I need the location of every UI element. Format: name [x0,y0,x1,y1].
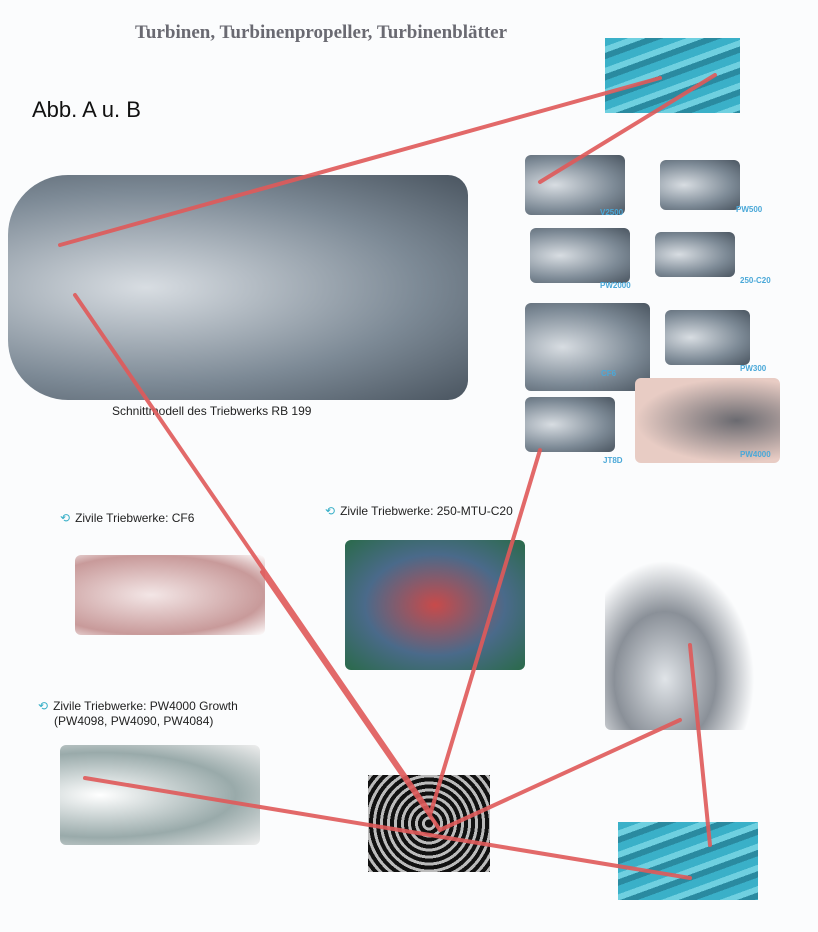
caption-250-mtu-c20: ⟲ Zivile Triebwerke: 250-MTU-C20 [325,504,513,519]
engine-label: 250-C20 [740,276,771,285]
connector-line [438,718,682,832]
propfan-image [605,560,755,730]
caption-text: Zivile Triebwerke: CF6 [75,511,195,525]
engine-label: PW300 [740,364,767,373]
connector-line [538,73,717,184]
cf6-cutaway-image [75,555,265,635]
engine-image-pw300 [665,310,750,365]
refresh-icon: ⟲ [325,504,336,518]
engine-image-jt8d [525,397,615,452]
engine-label: JT8D [603,456,623,465]
caption-pw4000: ⟲ Zivile Triebwerke: PW4000 Growth(PW4098… [38,699,238,729]
rb199-cutaway-image [8,175,468,400]
connector-line [58,76,662,247]
caption-text: Zivile Triebwerke: 250-MTU-C20 [340,504,513,518]
rb199-caption: Schnittmodell des Triebwerks RB 199 [112,404,312,418]
turbine-blades-image-bottom [618,822,758,900]
caption-text: Zivile Triebwerke: PW4000 Growth [53,699,238,713]
engine-label: PW500 [736,205,763,214]
figure-label: Abb. A u. B [32,97,141,122]
engine-image-pw2000 [530,228,630,283]
engine-label: CF6 [601,369,617,378]
engine-image-cf6 [525,303,650,391]
turbine-blades-image-bw [368,775,490,872]
connector-line [428,448,542,817]
connector-line [83,776,692,880]
caption-cf6: ⟲ Zivile Triebwerke: CF6 [60,511,194,526]
engine-image-v2500 [525,155,625,215]
engine-image-250-c20 [655,232,735,277]
page-title: Turbinen, Turbinenpropeller, Turbinenblä… [135,22,508,43]
engine-image-pw500 [660,160,740,210]
connector-line [73,293,432,814]
refresh-icon: ⟲ [38,699,49,713]
refresh-icon: ⟲ [60,511,71,525]
engine-label: PW4000 [740,450,771,459]
connector-line [688,643,712,847]
engine-label: V2500 [600,208,624,217]
engine-image-pw4000 [635,378,780,463]
caption-text: (PW4098, PW4090, PW4084) [54,714,214,728]
engine-label: PW2000 [600,281,631,290]
pw4000-cutaway-image [60,745,260,845]
connector-line [260,570,442,832]
